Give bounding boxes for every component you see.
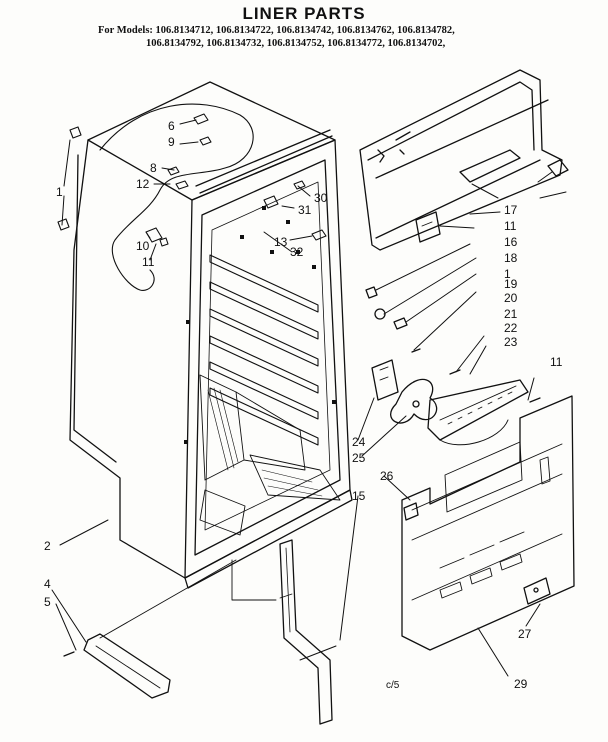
callout-22: 22 [504,321,518,335]
diagram-title: LINER PARTS [242,4,366,23]
liner-cabinet [69,81,353,589]
callout-30: 30 [314,191,328,205]
callout-2: 2 [44,539,51,553]
callout-15: 15 [352,489,366,503]
callout-labels: 1 6 9 8 12 10 11 30 31 13 32 2 4 5 15 17… [44,119,563,691]
callout-1a: 1 [56,185,63,199]
models-line-2: 106.8134792, 106.8134732, 106.8134752, 1… [146,38,446,49]
callout-19: 19 [504,277,518,291]
callout-20: 20 [504,291,518,305]
callout-31: 31 [298,203,312,217]
fan-assembly [365,286,541,446]
callout-32: 32 [290,245,304,259]
callout-11a: 11 [142,255,155,269]
callout-11b: 11 [504,219,517,233]
callout-11c: 11 [550,355,563,369]
models-prefix: For Models: [98,25,153,36]
callout-5: 5 [44,595,51,609]
callout-13: 13 [274,235,288,249]
leader-lines [51,119,567,677]
front-rail [63,559,237,699]
top-hardware [57,113,327,247]
callout-8: 8 [150,161,157,175]
models-line-1: 106.8134712, 106.8134722, 106.8134742, 1… [155,25,455,36]
callout-9: 9 [168,135,175,149]
divider-strip [279,539,333,725]
rear-panel [401,395,575,651]
callout-27: 27 [518,627,532,641]
page-code: c/5 [386,680,400,691]
callout-12: 12 [136,177,150,191]
callout-24: 24 [352,435,366,449]
callout-4: 4 [44,577,51,591]
callout-29: 29 [514,677,528,691]
callout-26: 26 [380,469,394,483]
part-18-grille [415,211,441,243]
callout-10: 10 [136,239,150,253]
callout-6: 6 [168,119,175,133]
callout-21: 21 [504,307,518,321]
callout-16: 16 [504,235,518,249]
callout-1b: 1 [504,267,511,281]
shelf-rails [209,254,319,446]
callout-25: 25 [352,451,366,465]
evaporator-cover [359,69,569,251]
callout-18: 18 [504,251,518,265]
model-list: For Models: 106.8134712, 106.8134722, 10… [98,24,598,50]
callout-23: 23 [504,335,518,349]
callout-17: 17 [504,203,518,217]
